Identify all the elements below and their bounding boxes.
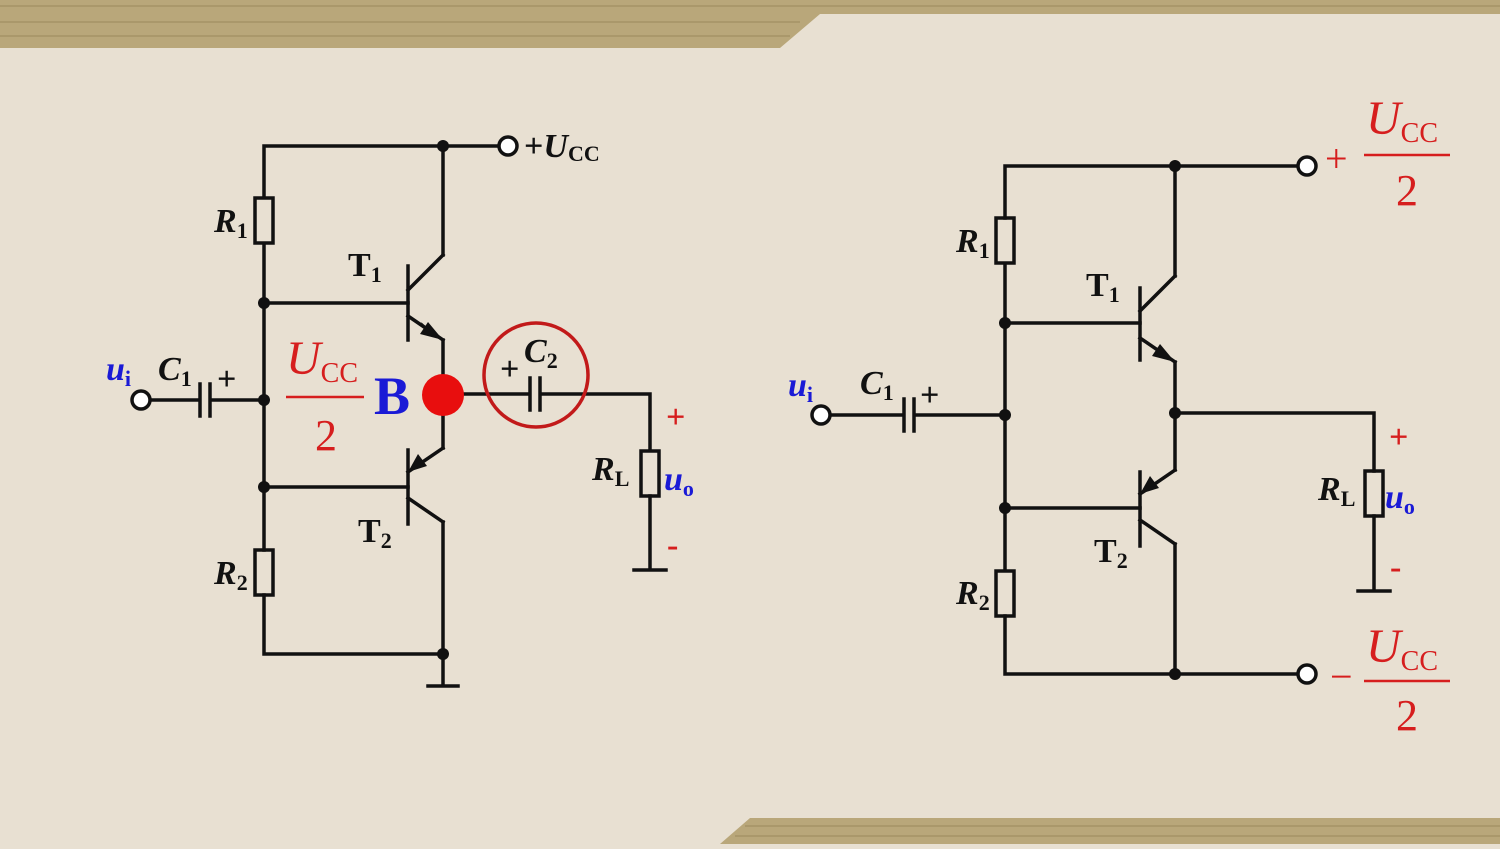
- right-T2-transistor: [1137, 467, 1178, 548]
- node-b-marker: [422, 374, 464, 416]
- right-pos-supply-terminal: [1296, 155, 1318, 177]
- svg-text:2: 2: [315, 411, 337, 460]
- right-C1-plus: +: [920, 377, 939, 414]
- mid-voltage-fraction: UCC 2: [286, 332, 364, 460]
- left-uo-label: uo: [664, 461, 694, 501]
- right-T2-label: T2: [1094, 533, 1128, 573]
- left-C1-plus: +: [217, 361, 236, 398]
- svg-text:UCC: UCC: [286, 332, 358, 389]
- svg-text:−: −: [1330, 654, 1353, 699]
- right-T1-label: T1: [1086, 267, 1120, 307]
- right-input-terminal: [810, 404, 832, 426]
- svg-text:2: 2: [1396, 691, 1418, 740]
- left-junction-dots: [258, 140, 449, 660]
- left-RL-resistor: [639, 449, 661, 498]
- c2-highlight-circle: [482, 321, 590, 429]
- left-C2-label: C2: [524, 333, 558, 373]
- left-output-minus: -: [667, 527, 678, 564]
- right-output-plus: +: [1389, 419, 1408, 456]
- top-stripe-decoration: [0, 0, 1500, 48]
- left-C2-capacitor: [528, 376, 542, 412]
- node-b-label: B: [374, 366, 410, 426]
- bottom-stripe-decoration: [720, 818, 1500, 844]
- left-supply-label: +UCC: [524, 128, 600, 166]
- right-neg-supply-terminal: [1296, 663, 1318, 685]
- pos-supply-fraction: + UCC 2: [1325, 92, 1450, 215]
- svg-text:UCC: UCC: [1366, 92, 1438, 149]
- right-uo-label: uo: [1385, 479, 1415, 519]
- right-C1-capacitor: [902, 397, 916, 433]
- left-T1-label: T1: [348, 247, 382, 287]
- left-circuit: +UCC R1 R2 T1 T2 C1 + C2 + ui RL uo + - …: [106, 128, 694, 688]
- neg-supply-fraction: − UCC 2: [1330, 620, 1450, 740]
- svg-text:UCC: UCC: [1366, 620, 1438, 677]
- left-R2-resistor: [253, 548, 275, 597]
- left-output-plus: +: [666, 399, 685, 436]
- left-T2-label: T2: [358, 513, 392, 553]
- right-T1-transistor: [1137, 273, 1178, 365]
- left-T1-transistor: [405, 252, 446, 343]
- right-circuit: R1 R2 T1 T2 C1 + ui RL uo + - + UCC 2 − …: [788, 92, 1450, 740]
- left-R1-label: R1: [213, 203, 248, 243]
- svg-text:+: +: [1325, 136, 1348, 181]
- right-R2-label: R2: [955, 575, 990, 615]
- left-supply-terminal: [497, 135, 519, 157]
- right-C1-label: C1: [860, 365, 894, 405]
- right-RL-resistor: [1363, 469, 1385, 518]
- left-R1-resistor: [253, 196, 275, 245]
- right-R1-resistor: [994, 216, 1016, 265]
- left-C2-plus: +: [500, 351, 519, 388]
- right-RL-label: RL: [1317, 471, 1355, 511]
- left-R2-label: R2: [213, 555, 248, 595]
- left-RL-label: RL: [591, 451, 629, 491]
- left-ui-label: ui: [106, 351, 131, 391]
- left-input-terminal: [130, 389, 152, 411]
- left-C1-label: C1: [158, 351, 192, 391]
- right-R2-resistor: [994, 569, 1016, 618]
- right-junction-dots: [999, 160, 1181, 680]
- right-wires: [828, 164, 1392, 676]
- left-T2-transistor: [405, 445, 446, 526]
- left-C1-capacitor: [198, 382, 212, 418]
- svg-text:2: 2: [1396, 166, 1418, 215]
- right-ui-label: ui: [788, 367, 813, 407]
- right-output-minus: -: [1390, 549, 1401, 586]
- right-R1-label: R1: [955, 223, 990, 263]
